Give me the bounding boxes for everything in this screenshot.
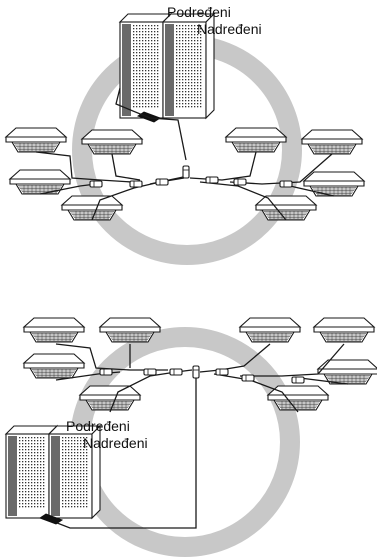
branch-joint (143, 368, 157, 376)
branch-joint (89, 180, 103, 188)
controller-box (38, 513, 64, 525)
branch-joint (99, 368, 113, 376)
outdoor-unit-pair (4, 424, 102, 520)
pipe-line (55, 371, 121, 381)
main-pipe (115, 87, 187, 161)
branch-joint (215, 368, 229, 376)
indoor-cassette-unit (238, 317, 302, 343)
label-slave-bottom: Podređeni (66, 418, 130, 434)
branch-joint (169, 368, 183, 376)
outdoor-unit-pair (118, 12, 216, 120)
diagram-top (4, 12, 366, 221)
pipe-line (199, 181, 287, 221)
indoor-cassette-unit (22, 317, 86, 343)
indoor-cassette-unit (254, 195, 318, 221)
indoor-cassette-unit (300, 129, 364, 155)
indoor-cassette-unit (316, 359, 377, 385)
label-slave-top: Podređeni (167, 4, 231, 20)
indoor-cassette-unit (78, 385, 142, 411)
pipe-line (35, 151, 133, 183)
indoor-cassette-unit (22, 353, 86, 379)
branch-joint (129, 180, 143, 188)
indoor-cassette-unit (4, 127, 68, 153)
indoor-cassette-unit (60, 195, 124, 221)
branch-joint (182, 165, 190, 179)
indoor-cassette-unit (8, 169, 72, 195)
pipe-line (199, 343, 271, 373)
pipe-line (299, 377, 349, 385)
branch-joint (241, 374, 255, 382)
branch-joint (279, 180, 293, 188)
pipe-line (55, 343, 168, 371)
indoor-cassette-unit (80, 129, 144, 155)
indoor-cassette-unit (266, 385, 330, 411)
branch-joint (205, 176, 219, 184)
pipe-line (213, 373, 299, 413)
indoor-cassette-unit (312, 317, 376, 343)
branch-joint (233, 178, 247, 186)
diagram-bottom (4, 317, 377, 529)
branch-joint (291, 376, 305, 384)
branch-joint (192, 365, 200, 379)
label-master-bottom: Nadređeni (83, 435, 148, 451)
branch-joint (155, 178, 169, 186)
pipe-line (189, 151, 257, 181)
label-master-top: Nadređeni (197, 21, 262, 37)
indoor-cassette-unit (98, 317, 162, 343)
pipe-line (289, 185, 335, 197)
indoor-cassette-unit (302, 171, 366, 197)
indoor-cassette-unit (224, 127, 288, 153)
pipe-line (111, 153, 141, 181)
pipe-line (240, 343, 345, 377)
